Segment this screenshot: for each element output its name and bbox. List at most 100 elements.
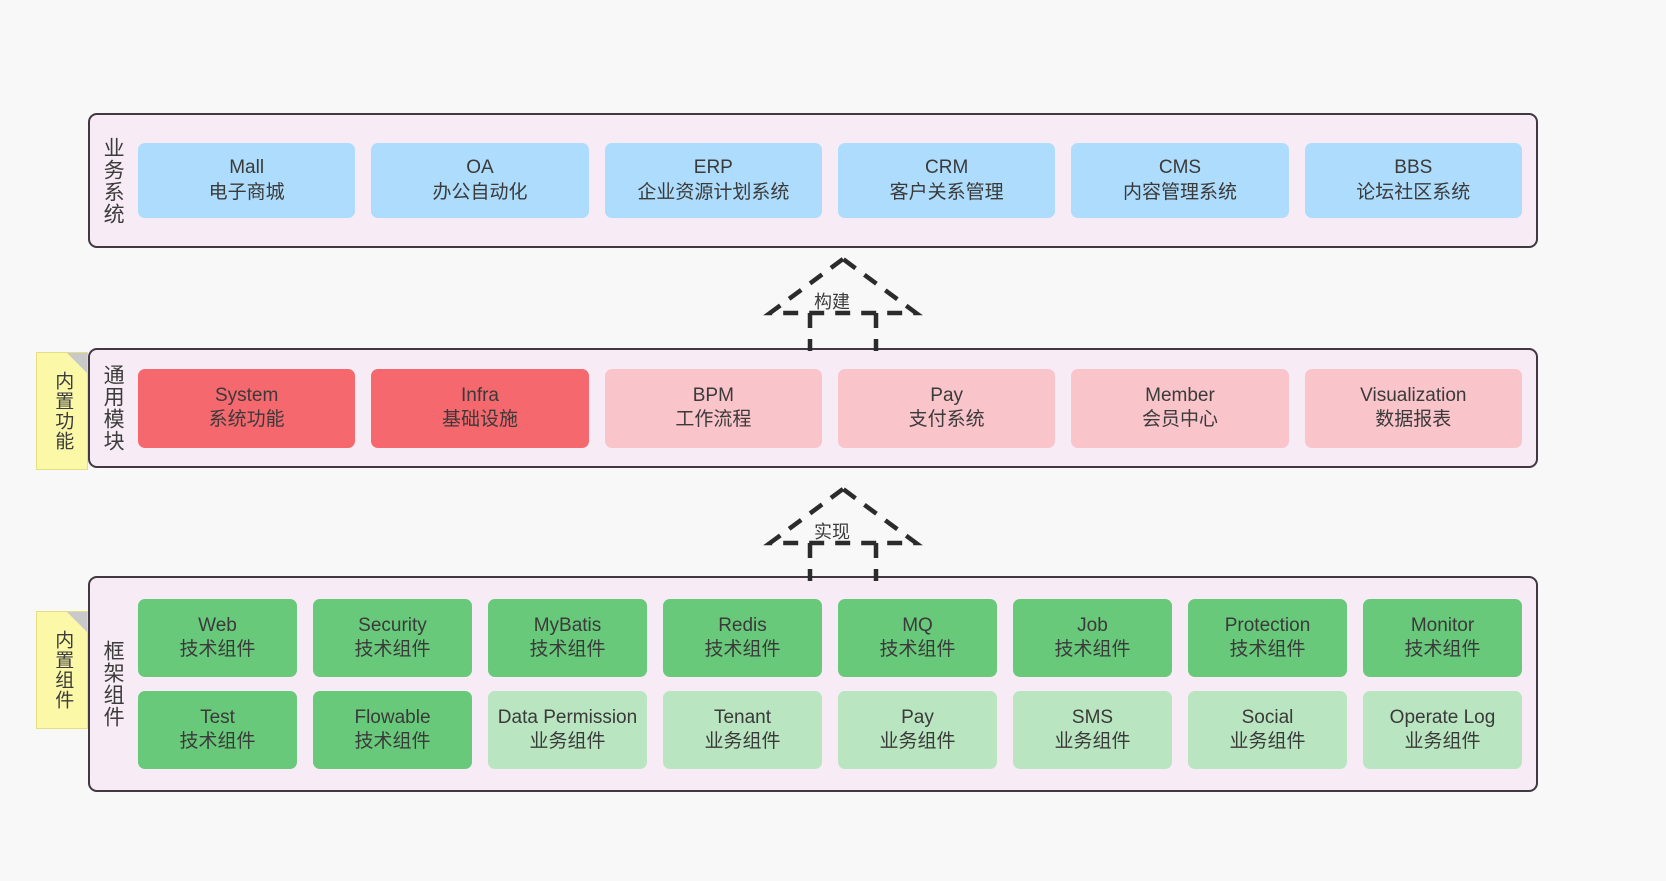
connector-build: 构建 <box>758 255 928 351</box>
card-subtitle: 技术组件 <box>529 639 606 660</box>
card-flowable[interactable]: Flowable 技术组件 <box>313 691 472 769</box>
layer-framework-cards: Web 技术组件 Security 技术组件 MyBatis 技术组件 Redi… <box>134 578 1536 790</box>
card-subtitle: 客户关系管理 <box>889 181 1004 203</box>
card-redis[interactable]: Redis 技术组件 <box>663 599 822 677</box>
card-row: Test 技术组件 Flowable 技术组件 Data Permission … <box>138 691 1522 769</box>
card-title: Monitor <box>1410 614 1475 636</box>
note-builtin-features: 内置功能 <box>36 352 88 470</box>
card-subtitle: 论坛社区系统 <box>1356 181 1471 203</box>
card-title: MQ <box>902 614 933 636</box>
card-protection[interactable]: Protection 技术组件 <box>1188 599 1347 677</box>
note-label: 内置功能 <box>52 371 74 451</box>
card-subtitle: 数据报表 <box>1375 409 1452 430</box>
card-title: Pay <box>930 384 964 406</box>
card-title: MyBatis <box>533 614 602 636</box>
card-test[interactable]: Test 技术组件 <box>138 691 297 769</box>
card-title: Pay <box>901 706 934 728</box>
card-title: Member <box>1145 384 1215 406</box>
card-title: Social <box>1241 706 1294 728</box>
card-title: SMS <box>1071 706 1114 728</box>
card-title: OA <box>466 157 494 179</box>
card-subtitle: 业务组件 <box>1054 731 1131 752</box>
card-mall[interactable]: Mall 电子商城 <box>138 143 356 218</box>
card-title: BPM <box>692 384 734 406</box>
card-title: Web <box>198 614 237 636</box>
card-operate-log[interactable]: Operate Log 业务组件 <box>1363 691 1522 769</box>
card-subtitle: 会员中心 <box>1141 409 1218 430</box>
card-subtitle: 业务组件 <box>704 731 781 752</box>
connector-label: 构建 <box>814 292 850 312</box>
card-row: System 系统功能 Infra 基础设施 BPM 工作流程 Pay 支付系统… <box>138 368 1522 448</box>
card-job[interactable]: Job 技术组件 <box>1013 599 1172 677</box>
card-title: Visualization <box>1360 384 1467 406</box>
card-subtitle: 技术组件 <box>879 639 956 660</box>
card-oa[interactable]: OA 办公自动化 <box>371 143 589 218</box>
generalization-arrow-icon <box>763 256 923 351</box>
card-cms[interactable]: CMS 内容管理系统 <box>1071 143 1289 218</box>
card-subtitle: 技术组件 <box>704 639 781 660</box>
card-title: Data Permission <box>497 706 638 728</box>
layer-business-cards: Mall 电子商城 OA 办公自动化 ERP 企业资源计划系统 CRM 客户关系… <box>134 115 1536 246</box>
card-title: Test <box>200 706 235 728</box>
card-row: Web 技术组件 Security 技术组件 MyBatis 技术组件 Redi… <box>138 599 1522 677</box>
card-pay[interactable]: Pay 支付系统 <box>837 368 1056 448</box>
card-title: Infra <box>460 384 499 406</box>
card-monitor[interactable]: Monitor 技术组件 <box>1363 599 1522 677</box>
card-subtitle: 支付系统 <box>908 409 985 430</box>
note-builtin-components: 内置组件 <box>36 611 88 729</box>
card-pay-component[interactable]: Pay 业务组件 <box>838 691 997 769</box>
card-member[interactable]: Member 会员中心 <box>1071 368 1289 448</box>
card-system[interactable]: System 系统功能 <box>138 368 356 448</box>
layer-title-common-modules: 通用模块 <box>101 364 125 452</box>
card-subtitle: 技术组件 <box>1054 639 1131 660</box>
card-title: Job <box>1077 614 1108 636</box>
card-subtitle: 业务组件 <box>1229 731 1306 752</box>
card-bpm[interactable]: BPM 工作流程 <box>604 368 822 448</box>
card-security[interactable]: Security 技术组件 <box>313 599 472 677</box>
layer-business-system: 业务系统 Mall 电子商城 OA 办公自动化 ERP 企业资源计划系统 CRM… <box>88 113 1538 248</box>
connector-implement: 实现 <box>758 485 928 581</box>
card-crm[interactable]: CRM 客户关系管理 <box>837 143 1056 218</box>
card-title: Security <box>358 614 427 636</box>
card-title: Mall <box>229 157 265 179</box>
card-social[interactable]: Social 业务组件 <box>1188 691 1347 769</box>
card-subtitle: 系统功能 <box>208 409 285 430</box>
card-row: Mall 电子商城 OA 办公自动化 ERP 企业资源计划系统 CRM 客户关系… <box>138 143 1522 218</box>
card-sms[interactable]: SMS 业务组件 <box>1013 691 1172 769</box>
card-title: BBS <box>1394 157 1433 179</box>
card-mq[interactable]: MQ 技术组件 <box>838 599 997 677</box>
card-erp[interactable]: ERP 企业资源计划系统 <box>604 143 822 218</box>
layer-framework-components: 框架组件 Web 技术组件 Security 技术组件 MyBatis 技术组件… <box>88 576 1538 792</box>
card-title: Protection <box>1224 614 1311 636</box>
card-subtitle: 技术组件 <box>354 639 431 660</box>
card-title: ERP <box>693 157 733 179</box>
layer-title-business-system: 业务系统 <box>101 136 125 225</box>
card-subtitle: 技术组件 <box>354 731 431 752</box>
card-title: Operate Log <box>1389 706 1496 728</box>
card-subtitle: 业务组件 <box>1404 731 1481 752</box>
generalization-arrow-icon <box>763 486 923 581</box>
card-subtitle: 基础设施 <box>441 409 518 430</box>
card-infra[interactable]: Infra 基础设施 <box>371 368 589 448</box>
card-visualization[interactable]: Visualization 数据报表 <box>1304 368 1522 448</box>
layer-common-modules: 通用模块 System 系统功能 Infra 基础设施 BPM 工作流程 Pay… <box>88 348 1538 468</box>
card-title: CRM <box>925 157 969 179</box>
card-title: CMS <box>1158 157 1202 179</box>
card-subtitle: 技术组件 <box>1229 639 1306 660</box>
card-title: Tenant <box>713 706 772 728</box>
layer-title-framework-components: 框架组件 <box>101 640 125 728</box>
card-subtitle: 技术组件 <box>179 731 256 752</box>
card-subtitle: 业务组件 <box>529 731 606 752</box>
card-web[interactable]: Web 技术组件 <box>138 599 297 677</box>
card-subtitle: 电子商城 <box>208 181 285 203</box>
card-subtitle: 企业资源计划系统 <box>637 181 790 203</box>
card-bbs[interactable]: BBS 论坛社区系统 <box>1304 143 1522 218</box>
card-tenant[interactable]: Tenant 业务组件 <box>663 691 822 769</box>
card-title: System <box>214 384 279 406</box>
note-label: 内置组件 <box>52 630 74 710</box>
card-mybatis[interactable]: MyBatis 技术组件 <box>488 599 647 677</box>
card-subtitle: 工作流程 <box>675 409 752 430</box>
card-data-permission[interactable]: Data Permission 业务组件 <box>488 691 647 769</box>
card-title: Flowable <box>354 706 431 728</box>
card-subtitle: 业务组件 <box>879 731 956 752</box>
